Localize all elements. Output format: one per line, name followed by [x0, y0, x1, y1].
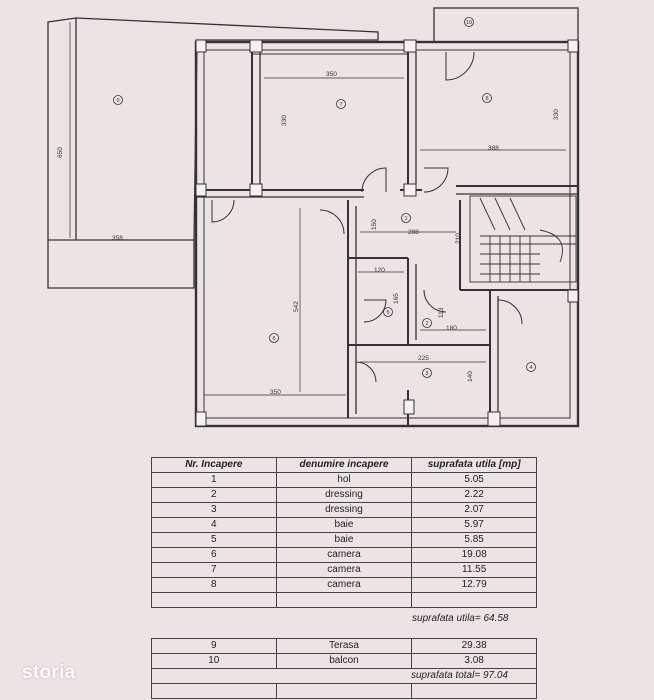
dim-label: 350 — [270, 389, 281, 396]
cell-area: 19.08 — [411, 547, 537, 563]
room-number: 3 — [425, 371, 428, 377]
table-row: 7 camera 11.55 — [151, 562, 537, 578]
header-nr: Nr. Incapere — [151, 457, 277, 473]
cell-nr: 1 — [151, 472, 277, 488]
dim-label: 120 — [374, 267, 385, 274]
cell-name: balcon — [275, 653, 413, 669]
cell-nr: 8 — [151, 577, 277, 593]
room-number: 9 — [116, 98, 119, 104]
room-markers: 9 7 8 1 5 2 3 6 4 10 — [113, 17, 536, 378]
cell-nr: 2 — [151, 487, 277, 503]
cell-area: 2.22 — [411, 487, 537, 503]
cell-area: 29.38 — [411, 638, 537, 654]
extra-table: 9 Terasa 29.38 10 balcon 3.08 suprafata … — [151, 638, 537, 699]
room-number: 2 — [425, 321, 428, 327]
cell-area: 5.97 — [411, 517, 537, 533]
cell-nr: 6 — [151, 547, 277, 563]
cell-nr: 5 — [151, 532, 277, 548]
dim-label: 165 — [393, 293, 400, 304]
dim-label: 140 — [467, 371, 474, 382]
cell-nr: 9 — [151, 638, 277, 654]
table-row: 6 camera 19.08 — [151, 547, 537, 563]
dim-label: 388 — [488, 145, 499, 152]
table-row: 4 baie 5.97 — [151, 517, 537, 533]
subtotal-text: suprafata utila= 64.58 — [151, 607, 537, 630]
dim-label: 225 — [418, 355, 429, 362]
dim-label: 330 — [281, 115, 288, 126]
total-row: suprafata total= 97.04 — [151, 668, 537, 684]
dim-label: 210 — [455, 233, 462, 244]
dimension-labels: 650 358 350 330 388 330 150 288 210 120 … — [57, 71, 560, 396]
table-row-empty — [151, 683, 537, 699]
cell-name: hol — [275, 472, 413, 488]
header-name: denumire incapere — [275, 457, 413, 473]
cell-name: camera — [275, 547, 413, 563]
table-row-empty — [151, 592, 537, 608]
table-row: 10 balcon 3.08 — [151, 653, 537, 669]
dim-label: 330 — [553, 109, 560, 120]
room-number: 6 — [272, 336, 275, 342]
table-row: 8 camera 12.79 — [151, 577, 537, 593]
table-row: 3 dressing 2.07 — [151, 502, 537, 518]
cell-nr: 10 — [151, 653, 277, 669]
cell-name: dressing — [275, 487, 413, 503]
cell-nr: 7 — [151, 562, 277, 578]
room-number: 10 — [466, 20, 472, 26]
total-text: suprafata total= 97.04 — [151, 668, 537, 684]
cell-name: camera — [275, 577, 413, 593]
cell-name: Terasa — [275, 638, 413, 654]
dim-label: 542 — [293, 301, 300, 312]
room-table: Nr. Incapere denumire incapere suprafata… — [151, 457, 537, 630]
subtotal-row: suprafata utila= 64.58 — [151, 607, 537, 630]
table-row: 9 Terasa 29.38 — [151, 638, 537, 654]
floor-plan: 650 358 350 330 388 330 150 288 210 120 … — [47, 7, 580, 428]
dim-label: 650 — [57, 147, 64, 158]
room-number: 7 — [339, 102, 342, 108]
cell-area: 11.55 — [411, 562, 537, 578]
cell-area: 12.79 — [411, 577, 537, 593]
exterior-walls — [194, 40, 580, 428]
cell-area: 2.07 — [411, 502, 537, 518]
room-number: 5 — [386, 310, 389, 316]
dim-label: 150 — [371, 219, 378, 230]
dim-label: 350 — [326, 71, 337, 78]
table-row: 2 dressing 2.22 — [151, 487, 537, 503]
dim-label: 358 — [112, 235, 123, 242]
brand-logo: storia — [22, 662, 76, 683]
room-number: 1 — [404, 216, 407, 222]
room-number: 8 — [485, 96, 488, 102]
terrace-outline — [47, 17, 379, 289]
balcony-outline — [433, 7, 579, 43]
cell-area: 3.08 — [411, 653, 537, 669]
cell-name: baie — [275, 532, 413, 548]
dim-label: 113 — [438, 307, 445, 318]
cell-name: camera — [275, 562, 413, 578]
table-header-row: Nr. Incapere denumire incapere suprafata… — [151, 457, 537, 473]
cell-name: baie — [275, 517, 413, 533]
room-number: 4 — [529, 365, 532, 371]
table-row: 5 baie 5.85 — [151, 532, 537, 548]
cell-name: dressing — [275, 502, 413, 518]
table-row: 1 hol 5.05 — [151, 472, 537, 488]
cell-area: 5.85 — [411, 532, 537, 548]
cell-nr: 3 — [151, 502, 277, 518]
dim-label: 180 — [446, 325, 457, 332]
dim-label: 288 — [408, 229, 419, 236]
header-area: suprafata utila [mp] — [411, 457, 537, 473]
cell-nr: 4 — [151, 517, 277, 533]
cell-area: 5.05 — [411, 472, 537, 488]
